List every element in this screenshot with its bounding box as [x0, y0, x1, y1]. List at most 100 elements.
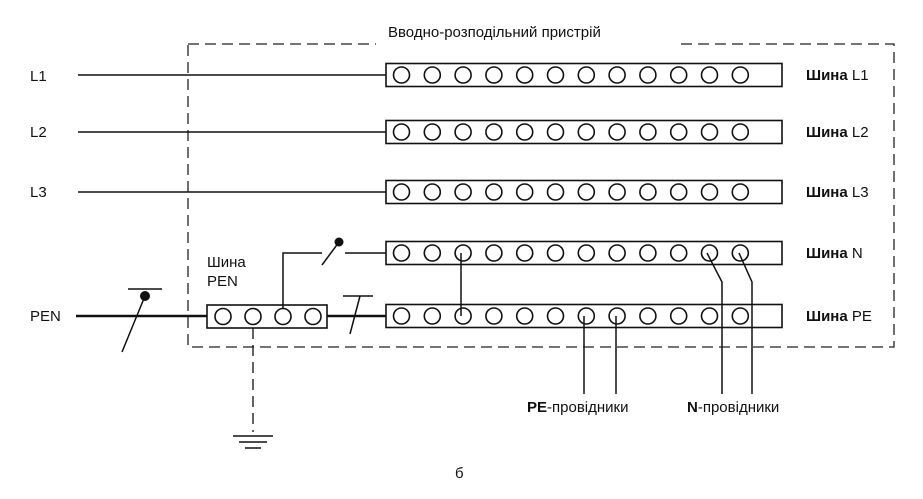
bus-l2-terminal — [577, 123, 596, 141]
bus-l2-label-word: Шина — [806, 124, 848, 141]
line-l3-label: L3 — [30, 184, 47, 201]
bus-l1-label-suffix: L1 — [848, 67, 869, 84]
bus-l2-terminal — [700, 123, 719, 141]
bus-pe-terminal — [577, 307, 596, 325]
bus-n-label-word: Шина — [806, 245, 848, 262]
pen-pe-link — [327, 295, 386, 335]
n-conductors — [706, 252, 753, 394]
bus-l2-terminal — [669, 123, 688, 141]
ground-connection — [233, 328, 273, 449]
bus-l2-label: Шина L2 — [806, 124, 869, 141]
pen-n-link-switch-dot — [334, 237, 344, 247]
bus-l2-terminal — [546, 123, 565, 141]
bus-l1-terminal — [577, 66, 596, 84]
bus-n-terminal — [546, 244, 565, 262]
bus-pe-terminal — [639, 307, 657, 325]
bus-n-terminal — [423, 244, 442, 262]
pen-conductor: PEN — [30, 288, 207, 353]
line-l2-label: L2 — [30, 124, 47, 141]
enclosure-border — [187, 43, 895, 348]
bus-l1-terminal — [546, 66, 565, 84]
line-l3: L3 — [30, 184, 386, 201]
bus-l2-label-suffix: L2 — [848, 124, 869, 141]
bus-n-terminal — [515, 244, 534, 262]
bus-n-terminal — [639, 244, 657, 262]
bus-pe-terminal — [485, 307, 503, 325]
n-conductors-label-prefix: N — [687, 399, 698, 416]
pen-n-link-switch-blade — [321, 241, 340, 266]
bus-n-terminal — [454, 244, 472, 262]
bus-n-terminal — [577, 244, 596, 262]
bus-l3-terminal — [731, 183, 750, 201]
n-conductor-wire — [706, 252, 723, 394]
bus-l3-terminal — [392, 183, 411, 201]
pen-label: PEN — [30, 308, 61, 325]
bus-l1-terminal — [515, 66, 534, 84]
n-conductors-label: N-провідники — [687, 399, 779, 416]
pen-bus: Шина PEN — [206, 254, 328, 329]
bus-l3: Шина L3 — [385, 179, 869, 205]
bus-pe-terminal — [731, 307, 750, 325]
pe-conductors-label-rest: -провідники — [547, 399, 628, 416]
bus-l3-terminal — [577, 183, 596, 201]
bus-l3-label: Шина L3 — [806, 184, 869, 201]
bus-l2-terminal — [392, 123, 411, 141]
bus-l3-terminal — [546, 183, 565, 201]
bus-pe-terminal — [669, 307, 688, 325]
bus-l3-label-word: Шина — [806, 184, 848, 201]
bus-l1-terminal — [639, 66, 657, 84]
n-conductor-wire — [738, 252, 753, 394]
n-conductors-label-rest: -провідники — [698, 399, 779, 416]
bus-l1-terminal — [485, 66, 503, 84]
bus-n: Шина N — [385, 240, 863, 266]
bus-pe-terminal — [546, 307, 565, 325]
pe-conductors-label-prefix: PE — [527, 399, 547, 416]
bus-n-terminal — [731, 244, 750, 262]
bus-n-terminal — [608, 244, 626, 262]
pen-bus-terminal — [274, 307, 292, 326]
bus-l3-terminal — [639, 183, 657, 201]
bus-n-label: Шина N — [806, 245, 863, 262]
bus-l2-terminal — [515, 123, 534, 141]
bus-l3-terminal — [608, 183, 626, 201]
bus-n-terminal — [485, 244, 503, 262]
bus-l1: Шина L1 — [385, 62, 869, 88]
bus-pe-terminal — [392, 307, 411, 325]
bus-l3-terminal — [485, 183, 503, 201]
pe-conductors-label: PE-провідники — [527, 399, 628, 416]
bus-l2-terminal — [485, 123, 503, 141]
bus-n-label-suffix: N — [848, 245, 863, 262]
bus-pe: Шина PE — [385, 303, 872, 329]
bus-l2-terminal — [731, 123, 750, 141]
bus-l3-label-suffix: L3 — [848, 184, 869, 201]
bus-n-terminal — [392, 244, 411, 262]
pen-bus-terminal — [244, 307, 262, 326]
figure-caption: б — [455, 465, 464, 482]
bus-l1-terminal — [731, 66, 750, 84]
line-l1-label: L1 — [30, 68, 47, 85]
bus-l1-terminal — [392, 66, 411, 84]
title-background — [376, 34, 676, 54]
pen-pe-link-symbol-stem — [349, 295, 361, 335]
bus-l1-label: Шина L1 — [806, 67, 869, 84]
bus-n-terminal — [700, 244, 719, 262]
bus-pe-terminal — [608, 307, 626, 325]
bus-l3-terminal — [454, 183, 472, 201]
pen-bus-terminal — [304, 307, 322, 326]
bus-l1-terminal — [423, 66, 442, 84]
bus-l1-terminal — [669, 66, 688, 84]
bus-pe-terminal — [423, 307, 442, 325]
bus-pe-terminal — [515, 307, 534, 325]
pe-conductors — [583, 316, 617, 394]
enclosure-title: Вводно-розподільний пристрій — [388, 24, 601, 41]
pen-bus-label-line1: Шина — [207, 254, 246, 271]
bus-l3-terminal — [700, 183, 719, 201]
pen-n-link — [282, 237, 386, 308]
bus-l1-terminal — [608, 66, 626, 84]
bus-l3-terminal — [515, 183, 534, 201]
bus-pe-label: Шина PE — [806, 308, 872, 325]
bus-l1-terminal — [454, 66, 472, 84]
pen-switch-lever — [121, 295, 146, 353]
